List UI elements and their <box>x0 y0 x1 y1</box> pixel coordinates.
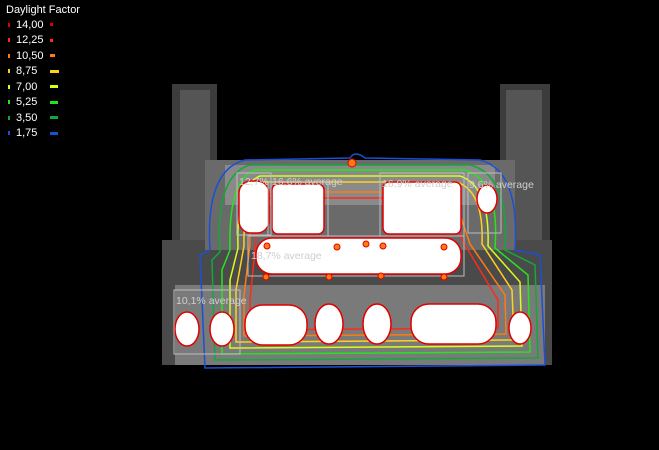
legend-item: 5,25 <box>6 95 86 111</box>
contour-1-75 <box>199 153 546 369</box>
legend-swatch-icon <box>50 131 58 135</box>
legend-swatch-icon <box>50 116 58 120</box>
legend-swatch-icon <box>50 85 58 89</box>
high-daylight-zones <box>174 180 532 347</box>
legend-marker-icon <box>8 131 10 136</box>
annotation-5: 18,7% average <box>251 250 322 262</box>
legend-item: 12,25 <box>6 33 86 49</box>
legend-item: 14,00 <box>6 17 86 33</box>
legend-item: 3,50 <box>6 110 86 126</box>
legend-item: 8,75 <box>6 64 86 80</box>
annotation-3: 16,9% average <box>382 178 453 190</box>
annotation-2: 16,6% average <box>272 176 343 188</box>
skylight-dots <box>262 158 448 281</box>
legend-item-label: 10,50 <box>16 49 44 62</box>
legend-swatch-icon <box>50 69 59 73</box>
legend-item-label: 5,25 <box>16 96 38 109</box>
grid-rect-5 <box>247 235 465 277</box>
legend-item: 7,00 <box>6 79 86 95</box>
grid-rect-6 <box>173 289 241 355</box>
legend-item-label: 8,75 <box>16 65 38 78</box>
annotation-4: 9,6% average <box>469 179 534 191</box>
legend-marker-icon <box>8 53 10 58</box>
grid-rect-4 <box>467 172 502 234</box>
legend-swatch-icon <box>50 23 53 27</box>
legend: Daylight Factor 14,00 12,25 10,50 8,75 7,00 5… <box>6 3 86 141</box>
legend-item: 10,50 <box>6 48 86 64</box>
annotation-6: 10,1% average <box>176 295 247 307</box>
legend-item: 1,75 <box>6 126 86 142</box>
legend-marker-icon <box>8 84 10 89</box>
legend-swatch-icon <box>50 38 53 42</box>
legend-swatch-icon <box>50 100 58 104</box>
legend-marker-icon <box>8 115 10 120</box>
legend-item-label: 12,25 <box>16 34 44 47</box>
analysis-grids <box>173 172 502 355</box>
grid-rect-1 <box>236 172 272 236</box>
legend-item-label: 1,75 <box>16 127 38 140</box>
average-annotations: 12,7% 16,6% average 16,9% average 9,6% a… <box>176 176 534 307</box>
legend-item-label: 7,00 <box>16 80 38 93</box>
legend-marker-icon <box>8 100 10 105</box>
legend-marker-icon <box>8 22 10 27</box>
contour-3-50 <box>211 164 539 361</box>
legend-marker-icon <box>8 69 10 74</box>
legend-swatch-icon <box>50 54 55 58</box>
annotation-1: 12,7% <box>239 176 269 188</box>
legend-title: Daylight Factor <box>6 4 80 16</box>
legend-item-label: 3,50 <box>16 111 38 124</box>
legend-item-label: 14,00 <box>16 18 44 31</box>
legend-marker-icon <box>8 38 10 43</box>
